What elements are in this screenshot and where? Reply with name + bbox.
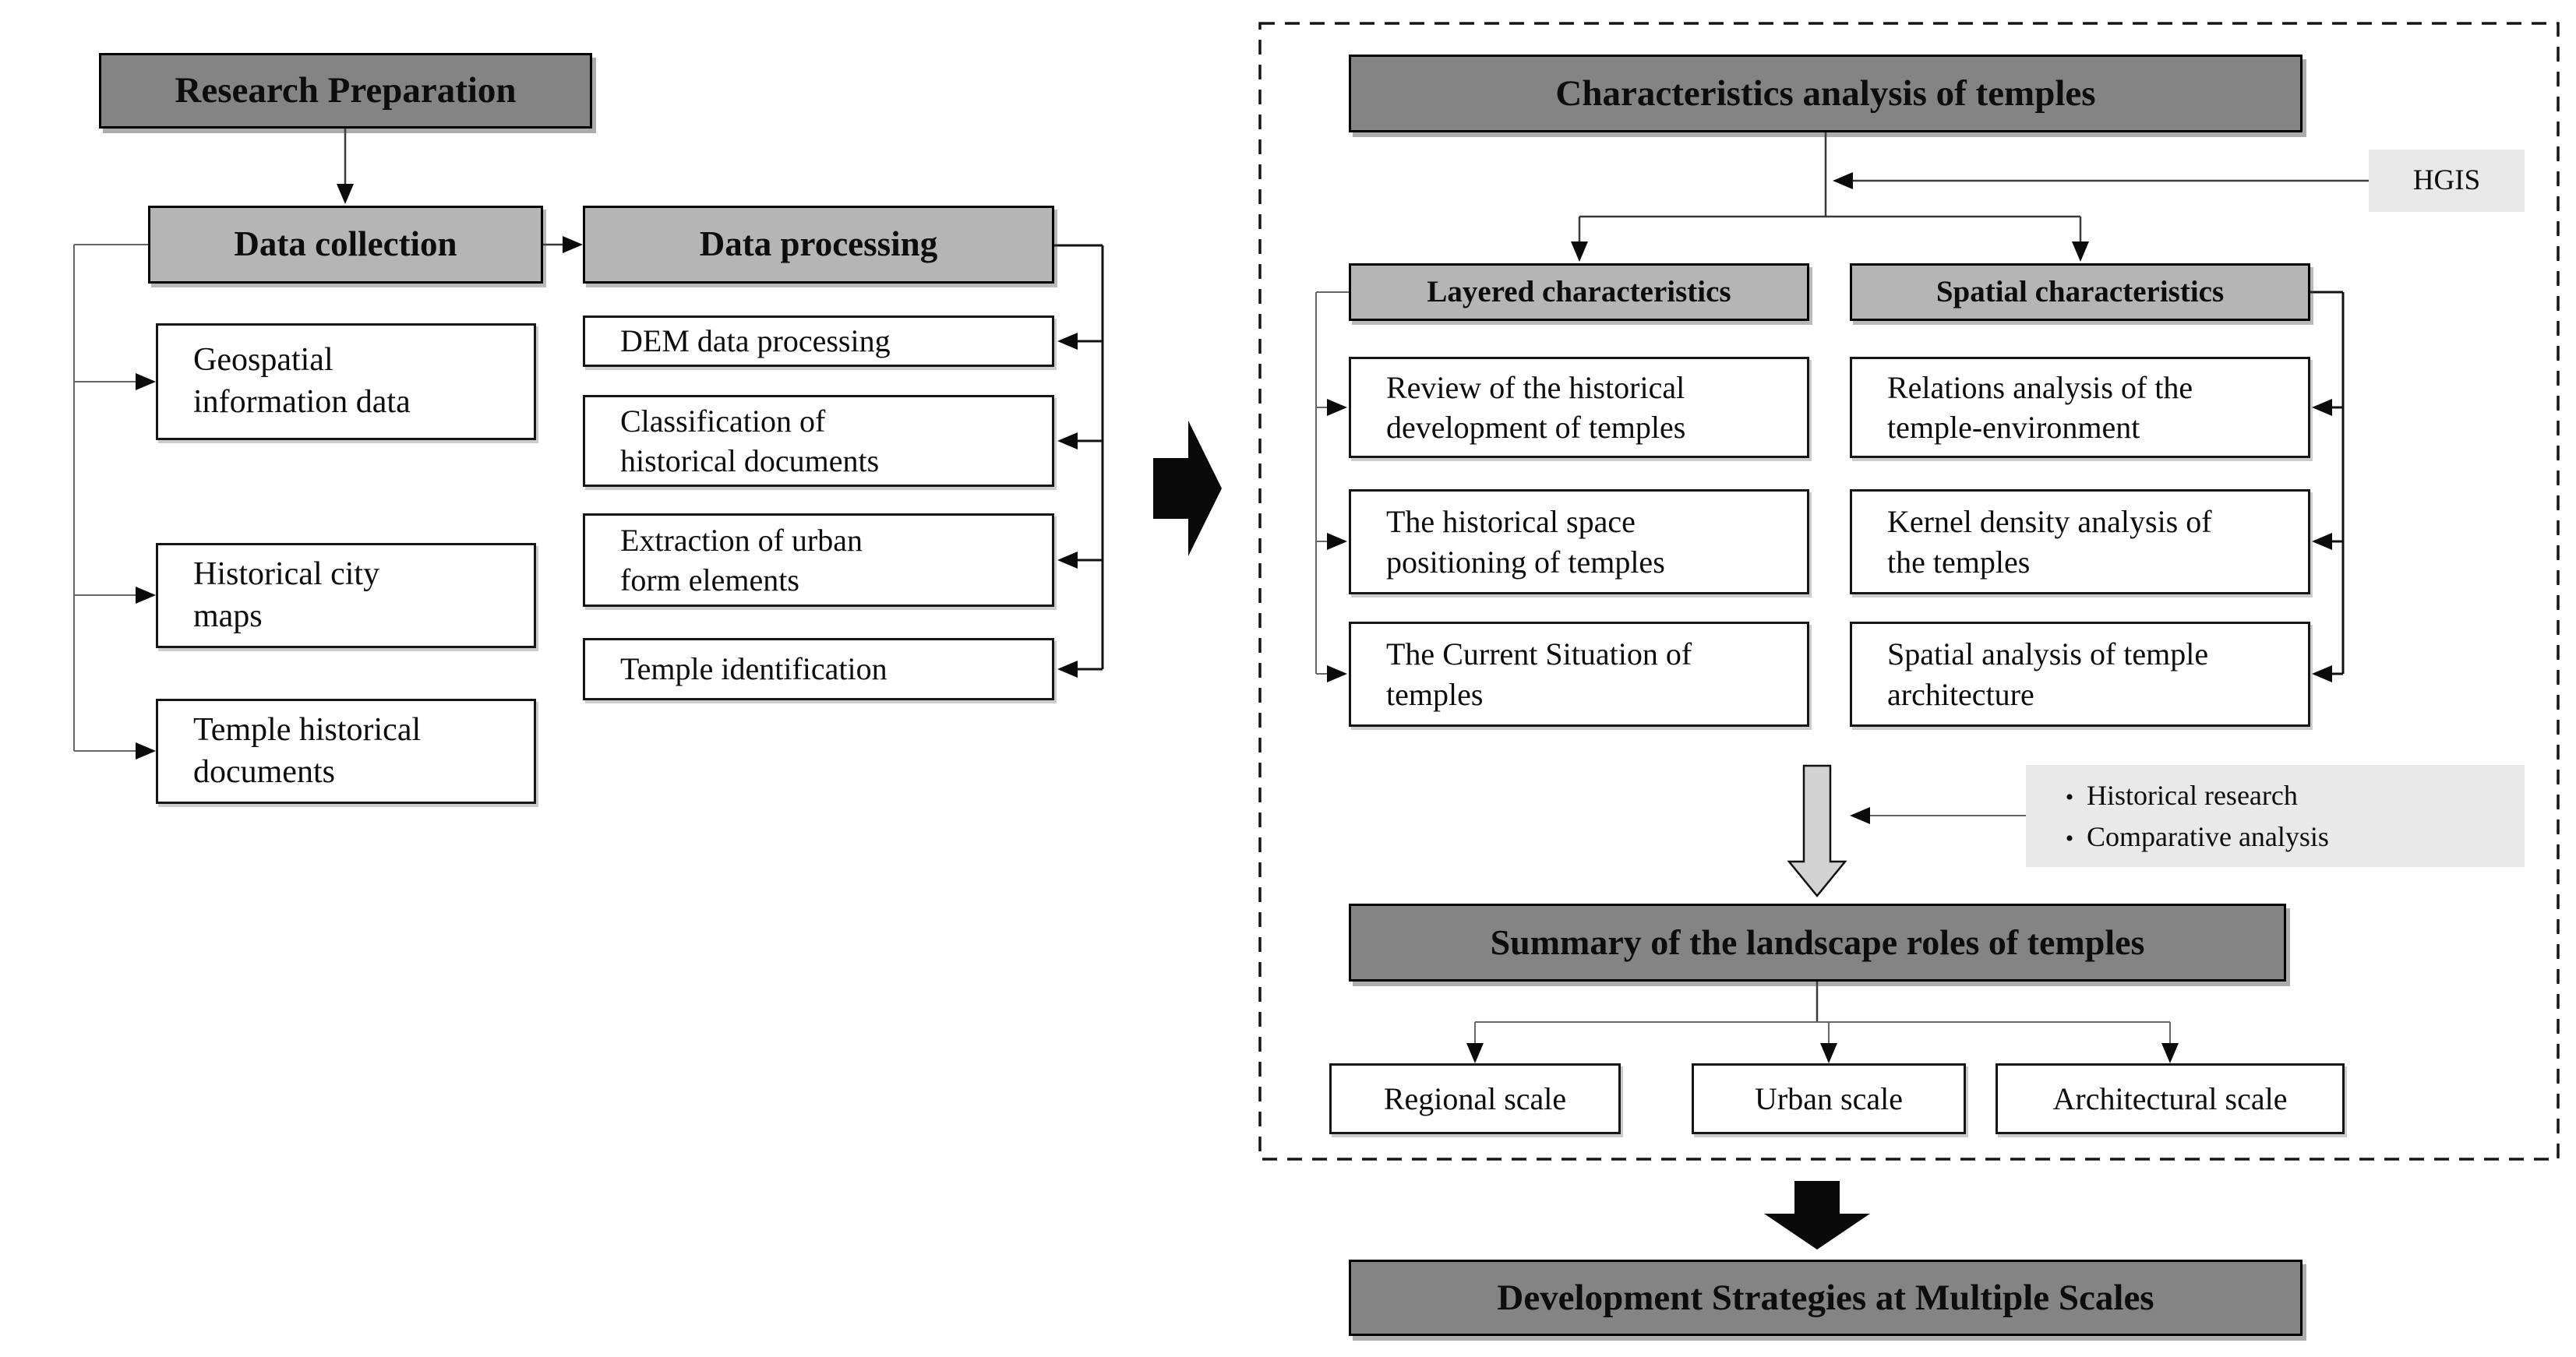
- connector-lines: [344, 129, 2369, 1022]
- spatial-characteristics-header: Spatial characteristics: [1850, 263, 2310, 321]
- collection-item-geospatial: Geospatial information data: [156, 323, 536, 440]
- black-bracket-lines: [1054, 244, 2345, 675]
- scale-item-architectural: Architectural scale: [1996, 1063, 2345, 1134]
- scale-item-urban: Urban scale: [1692, 1063, 1966, 1134]
- data-processing-box: Data processing: [583, 206, 1054, 284]
- dashed-panel-border: [1258, 22, 2560, 1161]
- note-item-comparative-analysis: Comparative analysis: [2087, 820, 2329, 852]
- scale-item-regional: Regional scale: [1329, 1063, 1621, 1134]
- big-right-arrow: [1153, 421, 1222, 556]
- processing-item-dem: DEM data processing: [583, 315, 1054, 367]
- characteristics-title-box: Characteristics analysis of temples: [1349, 55, 2303, 132]
- processing-item-classification: Classification of historical documents: [583, 395, 1054, 487]
- note-item-historical-research: Historical research: [2087, 780, 2298, 812]
- processing-item-temple-identification: Temple identification: [583, 638, 1054, 700]
- collection-item-city-maps: Historical city maps: [156, 543, 536, 648]
- big-down-arrow: [1764, 1181, 1870, 1249]
- hollow-down-arrow: [1787, 764, 1847, 897]
- layered-item-review: Review of the historical development of …: [1349, 357, 1809, 458]
- note-row: • Historical research: [2052, 775, 2298, 816]
- spatial-item-relations: Relations analysis of the temple-environ…: [1850, 357, 2310, 458]
- methods-note-box: • Historical research • Comparative anal…: [2026, 765, 2525, 867]
- layered-characteristics-header: Layered characteristics: [1349, 263, 1809, 321]
- spatial-item-kernel-density: Kernel density analysis of the temples: [1850, 489, 2310, 594]
- data-collection-box: Data collection: [148, 206, 543, 284]
- bracket-lines: [73, 244, 2171, 1045]
- layered-item-current-situation: The Current Situation of temples: [1349, 622, 1809, 727]
- note-row: • Comparative analysis: [2052, 816, 2329, 857]
- spatial-item-spatial-analysis: Spatial analysis of temple architecture: [1850, 622, 2310, 727]
- arrowheads: [136, 172, 2332, 1063]
- processing-item-extraction: Extraction of urban form elements: [583, 513, 1054, 607]
- bullet-icon: •: [2065, 825, 2074, 851]
- layered-item-space-positioning: The historical space positioning of temp…: [1349, 489, 1809, 594]
- bullet-icon: •: [2065, 784, 2074, 811]
- development-strategies-box: Development Strategies at Multiple Scale…: [1349, 1260, 2303, 1336]
- collection-item-temple-documents: Temple historical documents: [156, 699, 536, 804]
- hgis-box: HGIS: [2369, 150, 2525, 212]
- research-preparation-box: Research Preparation: [99, 53, 592, 129]
- summary-box: Summary of the landscape roles of temple…: [1349, 904, 2286, 982]
